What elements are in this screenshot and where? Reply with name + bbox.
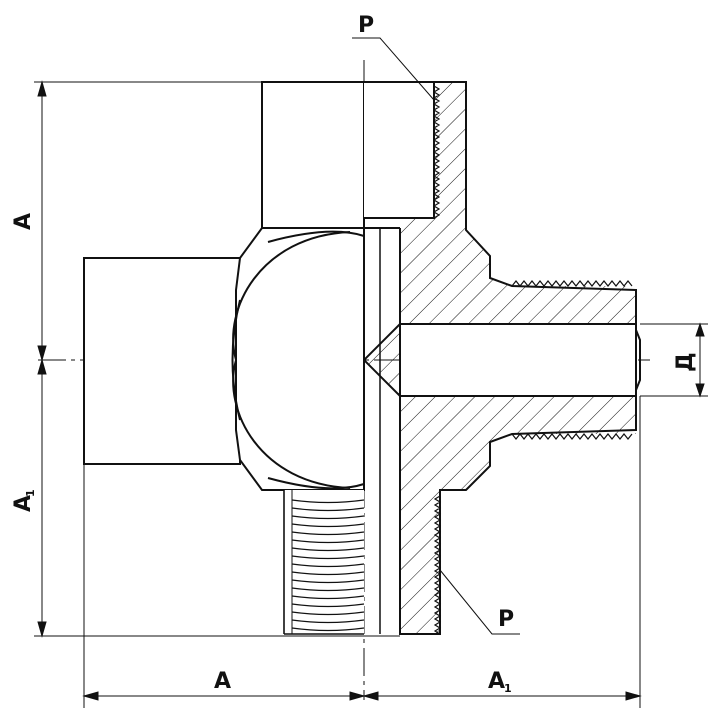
top-boss-outline [261, 81, 365, 231]
dim-label-horizontal-right: A 1 [488, 669, 512, 695]
body-hex-outline [235, 227, 365, 491]
dim-label-bore: Д [673, 352, 698, 372]
leader-bottom [439, 569, 520, 635]
svg-text:A: A [488, 669, 505, 694]
svg-text:1: 1 [24, 489, 37, 497]
section-hatch-fill [364, 82, 636, 634]
svg-text:A: A [11, 495, 36, 512]
right-section-view [364, 81, 641, 635]
body-dome [232, 231, 351, 489]
svg-text:1: 1 [504, 682, 512, 695]
left-boss-outline [83, 257, 241, 465]
leader-top [352, 37, 435, 101]
main-bore-outline [364, 323, 636, 397]
dim-label-horizontal-left: A [214, 669, 231, 694]
left-exterior-view [83, 81, 365, 491]
bottom-thread-exterior [283, 490, 365, 635]
dim-label-vertical-upper: A [11, 213, 36, 230]
thread-label-bottom: P [498, 607, 514, 632]
dimension-lines [34, 37, 708, 708]
thread-label-top: P [358, 13, 374, 38]
dim-label-vertical-lower: A 1 [11, 489, 37, 512]
